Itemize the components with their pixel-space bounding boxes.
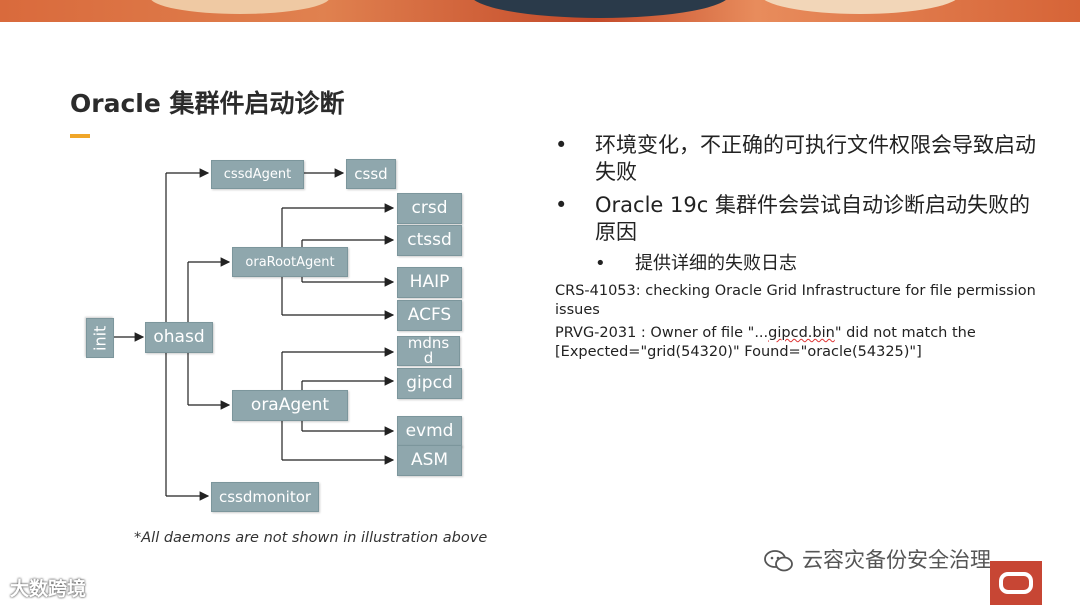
slide-title: Oracle 集群件启动诊断	[70, 89, 345, 118]
wechat-icon	[764, 550, 793, 572]
wechat-account-name: 云容灾备份安全治理	[802, 548, 991, 572]
bullet-item: • Oracle 19c 集群件会尝试自动诊断启动失败的原因	[555, 192, 1045, 246]
node-crsd: crsd	[397, 193, 462, 224]
error-file-name: gipcd.bin	[768, 325, 835, 341]
node-orarootagent: oraRootAgent	[232, 247, 348, 277]
error-suffix: " did not match the [Expected="grid(5432…	[555, 325, 976, 360]
node-asm: ASM	[397, 445, 462, 476]
bullet-marker: •	[555, 193, 568, 217]
node-cssd: cssd	[346, 159, 396, 189]
node-acfs: ACFS	[397, 300, 462, 331]
banner-shape	[470, 0, 730, 18]
node-init: init	[86, 318, 114, 358]
banner-shape	[150, 0, 330, 14]
node-gipcd: gipcd	[397, 368, 462, 399]
bullet-marker: •	[555, 133, 568, 157]
node-evmd: evmd	[397, 416, 462, 447]
node-haip: HAIP	[397, 267, 462, 298]
wechat-watermark: 云容灾备份安全治理	[764, 544, 991, 574]
bullet-text: Oracle 19c 集群件会尝试自动诊断启动失败的原因	[595, 193, 1030, 244]
node-ohasd: ohasd	[145, 322, 213, 353]
oracle-logo-ring	[999, 572, 1033, 594]
sub-bullet-text: 提供详细的失败日志	[635, 253, 797, 274]
error-message-prvg: PRVG-2031 : Owner of file "...gipcd.bin"…	[555, 324, 1045, 362]
oracle-logo	[990, 561, 1042, 605]
error-prefix: PRVG-2031 : Owner of file "...	[555, 325, 769, 341]
bullet-marker: •	[595, 253, 606, 274]
title-accent-bar	[70, 134, 90, 138]
banner-shape	[760, 0, 960, 14]
node-cssdmonitor: cssdmonitor	[211, 482, 319, 512]
error-message-crs: CRS-41053: checking Oracle Grid Infrastr…	[555, 283, 1036, 318]
node-ctssd: ctssd	[397, 225, 462, 256]
node-oraagent: oraAgent	[232, 390, 348, 421]
bullet-text: 环境变化，不正确的可执行文件权限会导致启动失败	[595, 133, 1036, 184]
watermark-left: 大数跨境	[10, 578, 87, 600]
bullet-item: • 环境变化，不正确的可执行文件权限会导致启动失败	[555, 132, 1045, 186]
bullet-list: • 环境变化，不正确的可执行文件权限会导致启动失败 • Oracle 19c 集…	[555, 132, 1045, 366]
node-cssdagent: cssdAgent	[211, 160, 304, 189]
diagram-footnote: *All daemons are not shown in illustrati…	[134, 530, 488, 546]
top-banner-artwork	[0, 0, 1080, 22]
sub-bullet-item: • 提供详细的失败日志	[555, 252, 1045, 276]
node-mdnsd: mdnsd	[397, 336, 460, 366]
